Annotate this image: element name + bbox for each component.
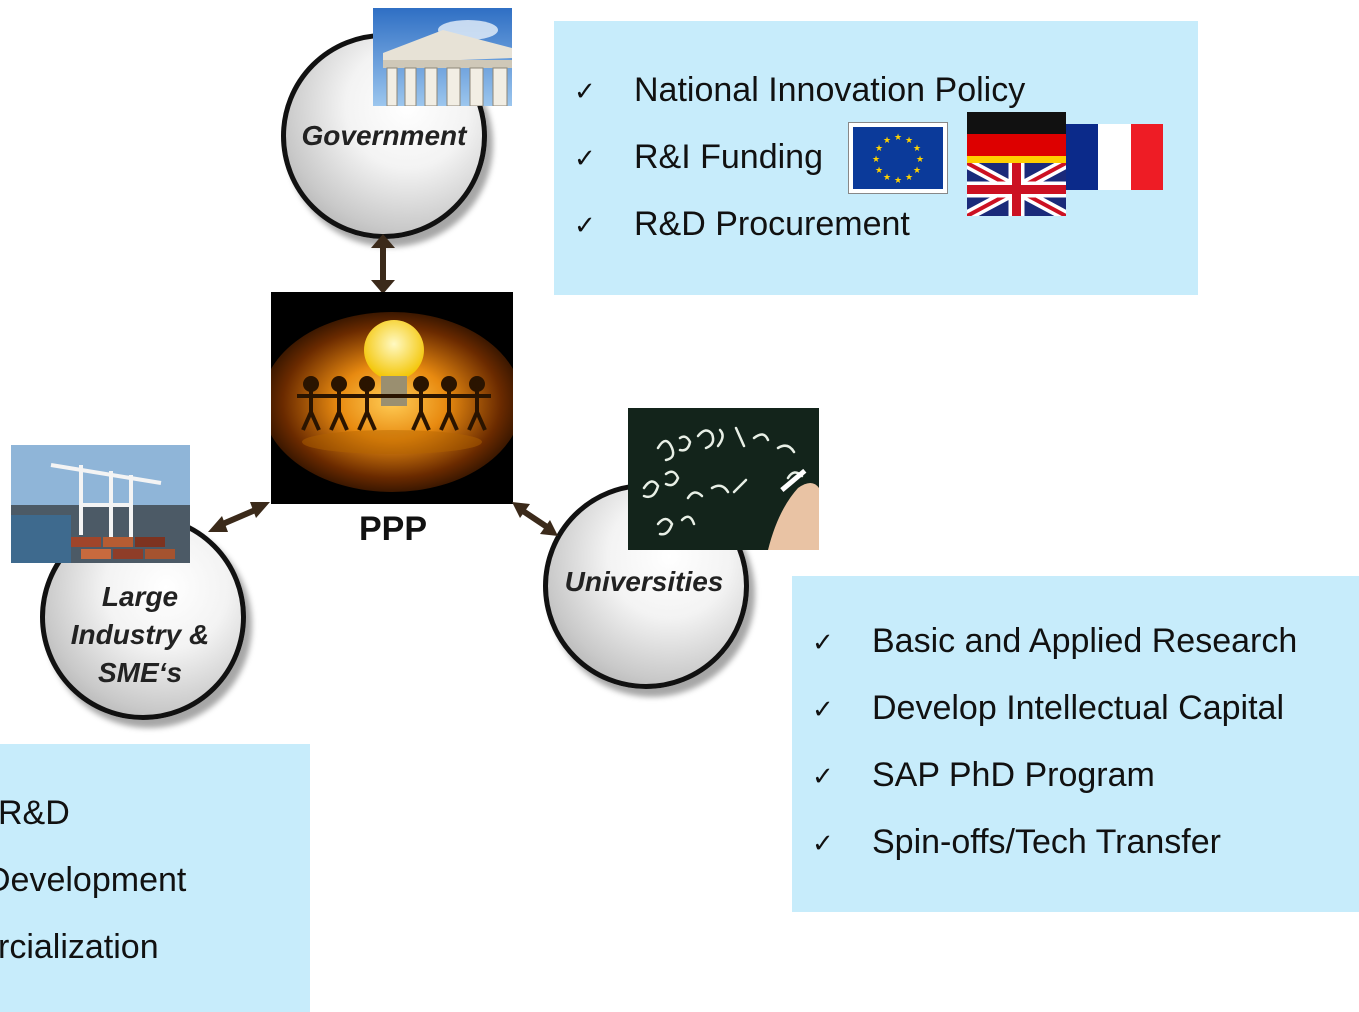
universities-label: Universities	[564, 566, 724, 597]
check-icon: ✓	[574, 77, 596, 107]
universities-box: ✓ Basic and Applied Research ✓ Develop I…	[792, 576, 1359, 912]
industry-ppp-arrow	[208, 502, 270, 532]
list-item: ✓ Basic and Applied Research	[812, 622, 1298, 660]
list-item: ✓ SAP PhD Program	[812, 756, 1155, 794]
list-item: ✓ Spin-offs/Tech Transfer	[812, 823, 1221, 861]
svg-text:★: ★	[905, 136, 913, 146]
check-icon: ✓	[812, 762, 834, 792]
svg-text:★: ★	[875, 144, 883, 154]
check-icon: ✓	[812, 628, 834, 658]
government-ppp-arrow	[371, 234, 395, 294]
list-item: Development	[0, 861, 187, 899]
svg-text:★: ★	[913, 144, 921, 154]
ppp-label: PPP	[359, 510, 428, 548]
ppp-lightbulb-image	[271, 292, 513, 504]
industry-box: R&D Development rcialization	[0, 744, 310, 1012]
industry-list: R&D Development rcialization	[0, 794, 186, 995]
svg-text:★: ★	[883, 173, 891, 183]
svg-text:★: ★	[894, 176, 902, 186]
chalkboard-image	[628, 408, 819, 550]
list-item: R&D	[0, 794, 70, 832]
svg-text:★: ★	[913, 166, 921, 176]
government-label: Government	[301, 120, 467, 151]
france-flag-icon	[1066, 124, 1163, 190]
svg-text:★: ★	[883, 136, 891, 146]
svg-text:★: ★	[875, 166, 883, 176]
svg-text:★: ★	[905, 173, 913, 183]
uk-flag-icon	[964, 158, 1069, 221]
port-cranes-image	[11, 445, 190, 563]
check-icon: ✓	[812, 695, 834, 725]
list-item: ✓ R&I Funding	[574, 138, 823, 176]
government-building-image	[373, 8, 512, 106]
check-icon: ✓	[574, 211, 596, 241]
check-icon: ✓	[812, 829, 834, 859]
list-item: ✓ Develop Intellectual Capital	[812, 689, 1285, 727]
list-item: ✓ R&D Procurement	[574, 205, 910, 243]
industry-label: Large Industry & SME‘s	[70, 581, 210, 688]
ppp-universities-arrow	[512, 502, 558, 536]
check-icon: ✓	[574, 144, 596, 174]
eu-flag-icon: ★★★ ★★★ ★★★ ★★★	[847, 121, 949, 195]
list-item: rcialization	[0, 928, 159, 966]
list-item: ✓ National Innovation Policy	[574, 71, 1026, 109]
universities-list: ✓ Basic and Applied Research ✓ Develop I…	[812, 622, 1297, 890]
svg-text:★: ★	[872, 155, 880, 165]
svg-text:★: ★	[916, 155, 924, 165]
svg-text:★: ★	[894, 133, 902, 143]
government-list: ✓ National Innovation Policy ✓ R&I Fundi…	[574, 71, 1025, 272]
